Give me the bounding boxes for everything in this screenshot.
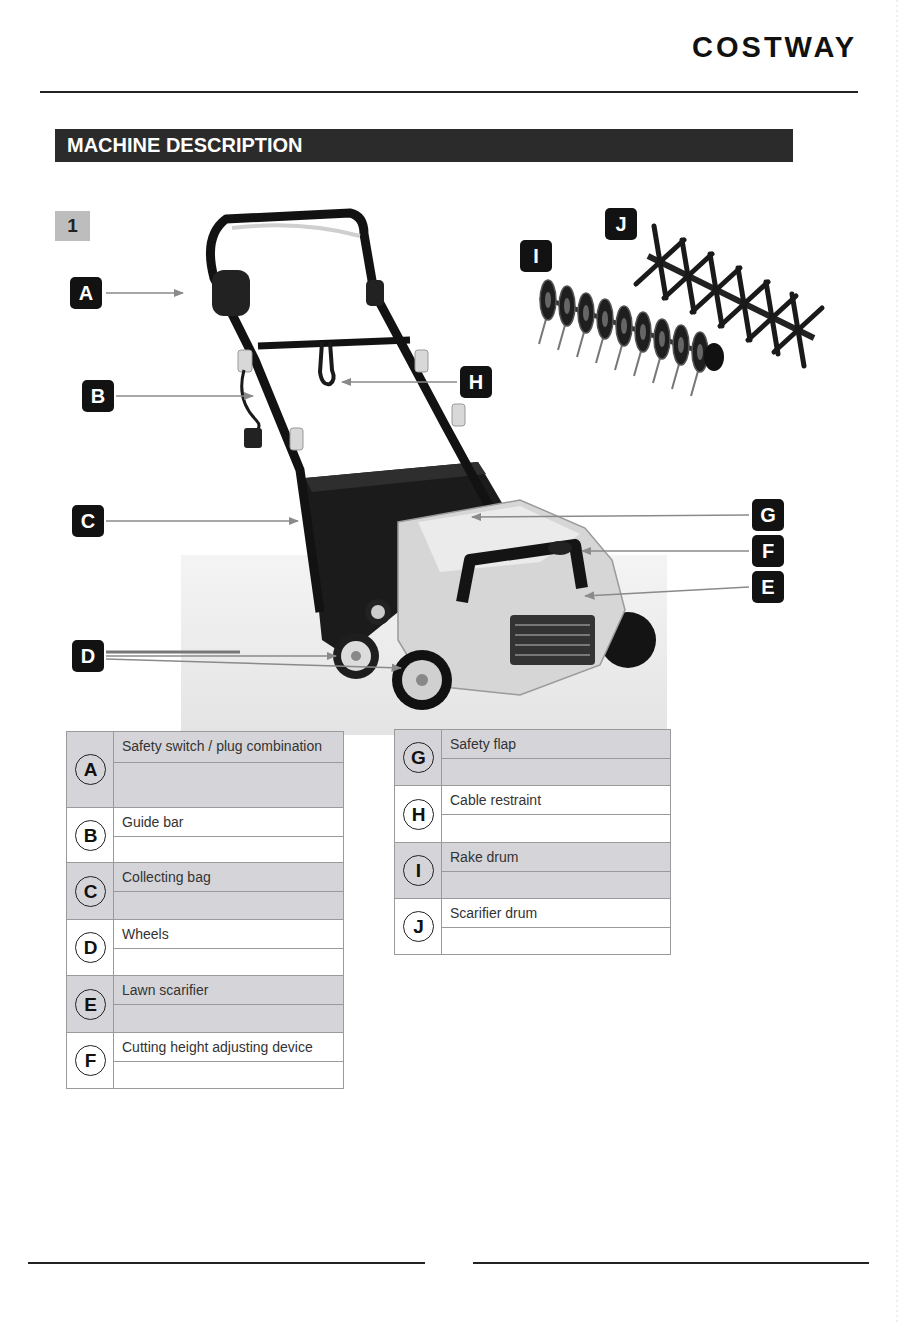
figure-number: 1: [55, 211, 90, 241]
row-divider: [113, 1004, 343, 1005]
letter-circle: A: [75, 754, 106, 785]
callout-letter: I: [520, 240, 552, 272]
callout-text: G: [760, 504, 776, 527]
row-divider: [441, 758, 670, 759]
callout-text: I: [533, 245, 539, 268]
description-text: Rake drum: [450, 849, 665, 866]
letter-circle: D: [75, 932, 106, 963]
callout-text: F: [762, 540, 774, 563]
callout-letter: F: [752, 535, 784, 567]
table-row: Safety switch / plug combinationA: [66, 731, 344, 808]
row-divider: [113, 836, 343, 837]
description-text: Wheels: [122, 926, 338, 943]
cell-divider: [113, 808, 114, 862]
circle-letter: B: [84, 825, 98, 847]
callout-letter: J: [605, 208, 637, 240]
description-text: Safety switch / plug combination: [122, 738, 338, 755]
description-text: Lawn scarifier: [122, 982, 338, 999]
description-text: Cable restraint: [450, 792, 665, 809]
table-row: Cable restraintH: [394, 785, 671, 843]
row-divider: [441, 814, 670, 815]
callout-text: H: [469, 371, 483, 394]
callout-letter: C: [72, 505, 104, 537]
circle-letter: A: [84, 759, 98, 781]
letter-circle: I: [403, 855, 434, 886]
row-divider: [441, 871, 670, 872]
table-row: Cutting height adjusting deviceF: [66, 1032, 344, 1089]
row-divider: [113, 762, 343, 763]
circle-letter: D: [84, 937, 98, 959]
callout-text: B: [91, 385, 105, 408]
brand-logo: COSTWAY: [692, 31, 857, 64]
row-divider: [113, 948, 343, 949]
callout-letter: B: [82, 380, 114, 412]
callout-text: E: [761, 576, 774, 599]
figure-text: 1: [67, 215, 78, 237]
row-divider: [113, 891, 343, 892]
circle-letter: E: [84, 994, 97, 1016]
circle-letter: J: [413, 916, 424, 938]
callout-letter: D: [72, 640, 104, 672]
description-text: Collecting bag: [122, 869, 338, 886]
callout-letter: E: [752, 571, 784, 603]
description-text: Cutting height adjusting device: [122, 1039, 338, 1056]
table-row: Guide barB: [66, 807, 344, 863]
table-row: WheelsD: [66, 919, 344, 976]
table-row: Lawn scarifierE: [66, 975, 344, 1033]
callout-letter: A: [70, 277, 102, 309]
callout-text: A: [79, 282, 93, 305]
circle-letter: I: [416, 860, 421, 882]
callout-letter: H: [460, 366, 492, 398]
letter-circle: B: [75, 820, 106, 851]
table-row: Safety flapG: [394, 729, 671, 786]
row-divider: [441, 927, 670, 928]
description-text: Scarifier drum: [450, 905, 665, 922]
letter-circle: F: [75, 1045, 106, 1076]
callout-text: D: [81, 645, 95, 668]
description-text: Guide bar: [122, 814, 338, 831]
letter-circle: H: [403, 799, 434, 830]
callout-letter: G: [752, 499, 784, 531]
circle-letter: F: [85, 1050, 97, 1072]
callout-text: J: [615, 213, 626, 236]
circle-letter: C: [84, 881, 98, 903]
heading-bar: MACHINE DESCRIPTION: [55, 129, 793, 162]
cell-divider: [113, 732, 114, 807]
table-row: Rake drumI: [394, 842, 671, 899]
circle-letter: G: [411, 747, 426, 769]
table-row: Scarifier drumJ: [394, 898, 671, 955]
letter-circle: C: [75, 876, 106, 907]
letter-circle: J: [403, 911, 434, 942]
description-text: Safety flap: [450, 736, 665, 753]
circle-letter: H: [412, 804, 426, 826]
letter-circle: E: [75, 989, 106, 1020]
callout-text: C: [81, 510, 95, 533]
table-row: Collecting bagC: [66, 862, 344, 920]
row-divider: [113, 1061, 343, 1062]
heading-text: MACHINE DESCRIPTION: [55, 129, 793, 162]
letter-circle: G: [403, 742, 434, 773]
